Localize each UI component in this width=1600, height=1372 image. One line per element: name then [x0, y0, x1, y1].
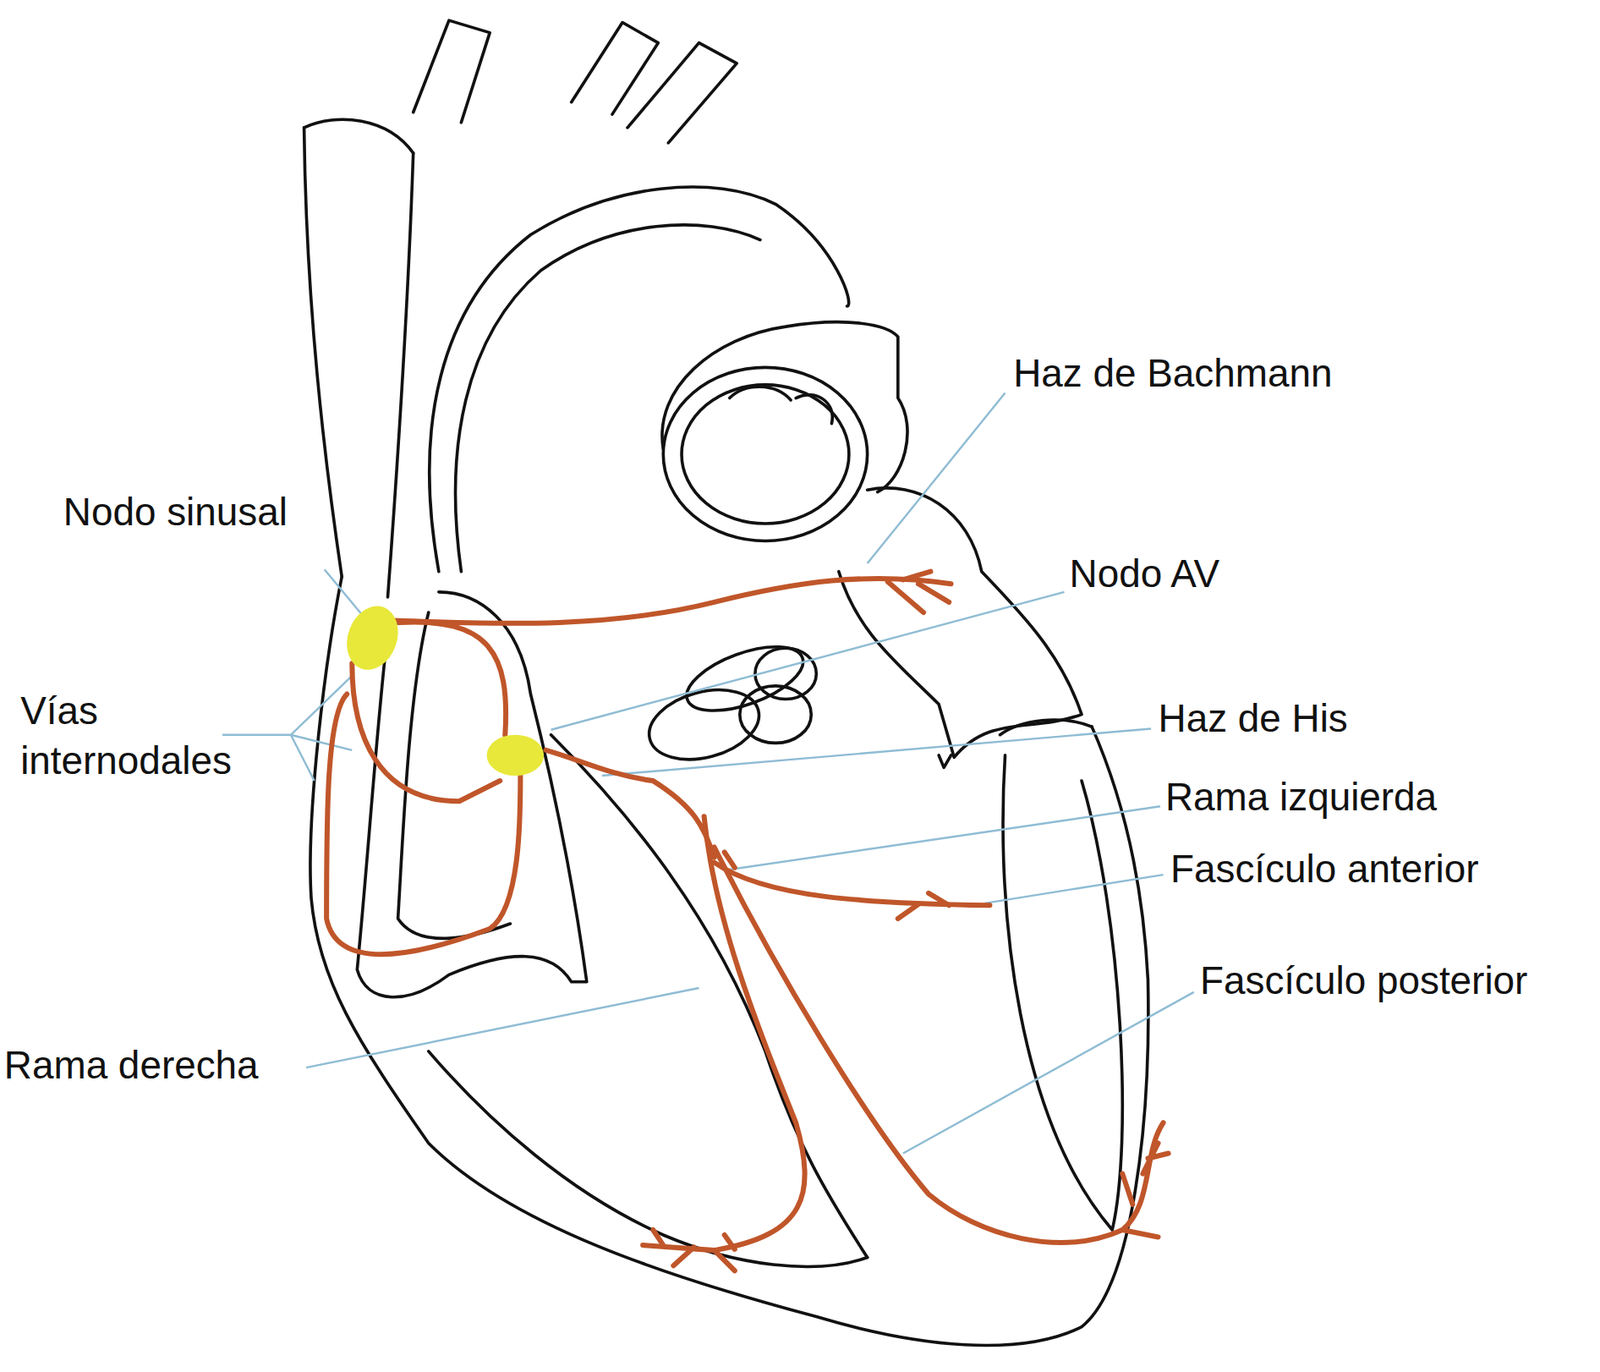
structure-label: Vías internodales: [20, 685, 276, 787]
structure-label: Fascículo posterior: [1200, 956, 1528, 1008]
label-holder: Nodo AV: [1069, 548, 1221, 600]
structure-label: Rama derecha: [4, 1041, 259, 1092]
label-holder: Fascículo anterior: [1170, 843, 1479, 895]
structure-label: Nodo AV: [1069, 548, 1221, 600]
label-holder: Rama izquierda: [1165, 772, 1437, 823]
structure-label: Rama izquierda: [1165, 772, 1437, 823]
structure-label: Fascículo anterior: [1170, 843, 1479, 895]
structure-label: Haz de His: [1158, 694, 1348, 746]
label-holder: Nodo sinusal: [63, 487, 288, 539]
label-holder: Rama derecha: [4, 1041, 259, 1092]
label-holder: Haz de His: [1158, 694, 1348, 746]
label-holder: Vías internodales: [20, 685, 276, 787]
structure-label: Nodo sinusal: [63, 487, 288, 539]
label-holder: Haz de Bachmann: [1013, 349, 1332, 400]
label-holder: Fascículo posterior: [1200, 956, 1528, 1008]
structure-label: Haz de Bachmann: [1013, 349, 1332, 400]
